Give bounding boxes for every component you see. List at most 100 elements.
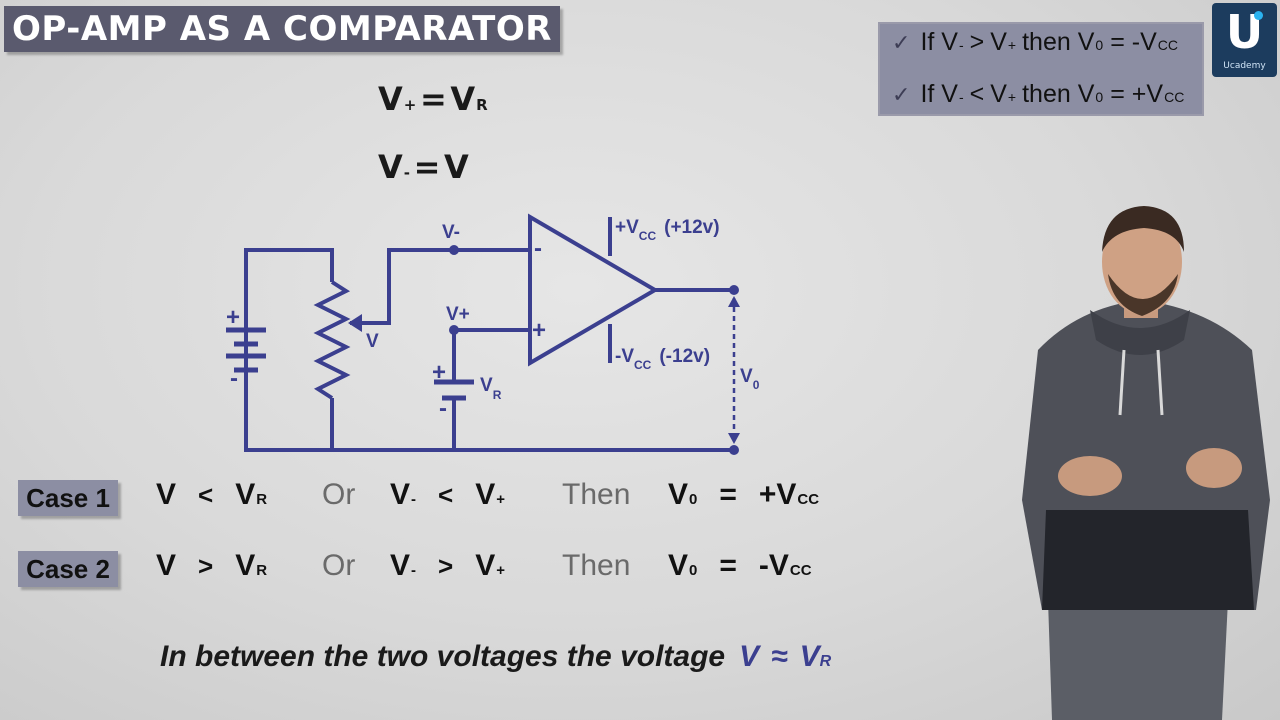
title-banner: OP-AMP AS A COMPARATOR bbox=[4, 6, 560, 52]
case-1-part-b: V- < V+ bbox=[390, 478, 505, 512]
eq-lhs-sub: - bbox=[403, 164, 410, 182]
eq-rhs-sub: R bbox=[476, 96, 488, 114]
battery-minus-sign: - bbox=[230, 365, 238, 392]
bottom-vr: V bbox=[799, 640, 820, 673]
case-eq: = bbox=[719, 478, 737, 511]
wire-wiper bbox=[350, 248, 530, 325]
logo-dot bbox=[1254, 11, 1263, 20]
cond-result: +V bbox=[1131, 80, 1164, 108]
case-eq: = bbox=[719, 549, 737, 582]
label-v: V bbox=[366, 331, 379, 352]
node-vminus bbox=[449, 245, 459, 255]
bottom-approx: ≈ bbox=[771, 640, 788, 673]
case-sub: + bbox=[496, 562, 505, 579]
case-cmp: > bbox=[198, 551, 214, 581]
cond-sub: - bbox=[958, 37, 964, 53]
case-sub: - bbox=[411, 491, 417, 508]
presenter-hoodie-band bbox=[1042, 510, 1254, 610]
cond-b: V bbox=[990, 28, 1007, 56]
logo-name: Ucademy bbox=[1223, 61, 1266, 71]
cond-result: -V bbox=[1131, 28, 1157, 56]
eq-op: = bbox=[419, 80, 447, 118]
cond-prefix: If V bbox=[920, 28, 958, 56]
bottom-vr-sub: R bbox=[819, 653, 832, 670]
label-vr-sub: R bbox=[493, 388, 502, 402]
eq-lhs: V bbox=[378, 80, 403, 118]
label-vcc-pos: +VCC (+12v) bbox=[615, 217, 720, 243]
presenter-right-hand bbox=[1186, 448, 1242, 488]
label-vr: VR bbox=[480, 375, 502, 402]
label-vo-main: V bbox=[740, 366, 753, 387]
presenter-drawstring bbox=[1118, 349, 1126, 416]
case-term: V bbox=[668, 478, 689, 511]
case-term: V bbox=[156, 549, 177, 582]
presenter-legs bbox=[1048, 600, 1228, 720]
vo-arrow-down-icon bbox=[728, 433, 740, 444]
wiper-arrow-icon bbox=[348, 314, 362, 332]
label-vcc-pos-main: +V bbox=[615, 217, 639, 238]
presenter-left-hand bbox=[1058, 456, 1122, 496]
cond-eq: = bbox=[1110, 28, 1125, 56]
vr-battery-plus-sign: + bbox=[432, 359, 446, 386]
case-term: V bbox=[235, 549, 256, 582]
case-term: V bbox=[235, 478, 256, 511]
opamp-triangle bbox=[528, 213, 659, 367]
check-icon: ✓ bbox=[892, 30, 911, 55]
resistor-zigzag bbox=[313, 280, 351, 400]
case-1-then: Then bbox=[562, 478, 631, 511]
cond-then: then V bbox=[1022, 28, 1095, 56]
node-output bbox=[729, 285, 739, 295]
cond-sub: CC bbox=[1164, 89, 1185, 105]
label-vminus: V- bbox=[442, 222, 460, 243]
presenter-face bbox=[1102, 210, 1182, 314]
cond-sub: + bbox=[1007, 89, 1017, 105]
case-term: V bbox=[156, 478, 177, 511]
presenter-hair bbox=[1102, 206, 1184, 252]
vo-arrow-up-icon bbox=[728, 296, 740, 307]
vr-battery-minus-sign: - bbox=[439, 395, 447, 422]
case-sub: CC bbox=[797, 491, 820, 508]
eq-lhs: V bbox=[378, 148, 403, 186]
label-vcc-neg-sub: CC bbox=[634, 358, 652, 372]
presenter-hood bbox=[1090, 310, 1190, 355]
check-icon: ✓ bbox=[892, 82, 911, 107]
cond-sub: CC bbox=[1157, 37, 1179, 53]
case-sub: 0 bbox=[689, 562, 698, 579]
cond-cmp: < bbox=[969, 80, 985, 108]
cond-b: V bbox=[990, 80, 1007, 108]
label-vcc-pos-val: (+12v) bbox=[664, 217, 719, 238]
label-vr-main: V bbox=[480, 375, 493, 396]
presenter-figure bbox=[1022, 206, 1270, 720]
bottom-text: In between the two voltages the voltage bbox=[160, 640, 726, 673]
case-2-then: Then bbox=[562, 549, 631, 582]
case-2-part-b: V- > V+ bbox=[390, 549, 505, 583]
node-vplus bbox=[449, 325, 459, 335]
presenter-drawstring bbox=[1156, 349, 1164, 416]
opamp-plus-sign: + bbox=[532, 317, 546, 344]
cond-sub: + bbox=[1007, 37, 1017, 53]
case-sub: 0 bbox=[689, 491, 698, 508]
case-2-or: Or bbox=[322, 549, 356, 582]
cond-sub: 0 bbox=[1095, 89, 1104, 105]
case-sub: R bbox=[256, 562, 268, 579]
wire-left-loop bbox=[244, 248, 334, 452]
cond-eq: = bbox=[1110, 80, 1125, 108]
opamp-minus-sign: - bbox=[534, 235, 542, 262]
case-cmp: < bbox=[198, 480, 214, 510]
label-vo-sub: 0 bbox=[753, 378, 760, 392]
presenter-beard bbox=[1108, 274, 1178, 316]
eq-rhs: V bbox=[450, 80, 476, 118]
cond-cmp: > bbox=[969, 28, 985, 56]
case-sub: - bbox=[411, 562, 417, 579]
cond-then: then V bbox=[1022, 80, 1095, 108]
label-vcc-pos-sub: CC bbox=[639, 229, 657, 243]
label-vo: V0 bbox=[740, 366, 760, 392]
node-ground bbox=[729, 445, 739, 455]
